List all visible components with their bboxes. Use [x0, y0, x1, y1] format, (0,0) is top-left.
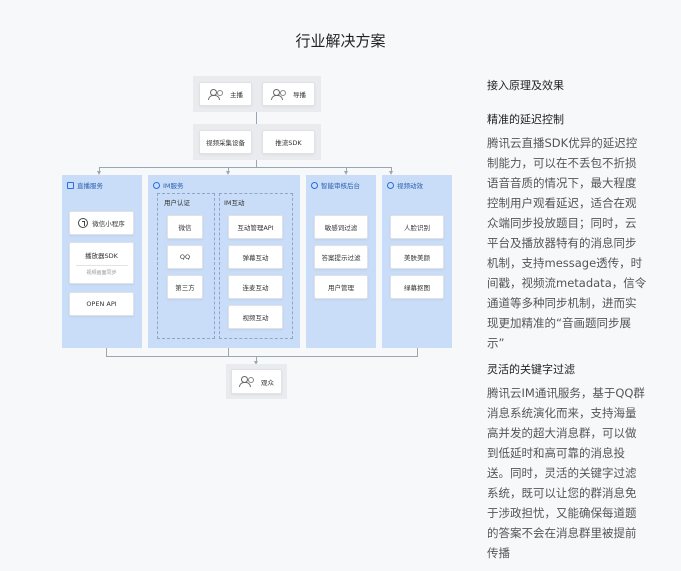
arrow-down-icon [226, 171, 230, 175]
auth-wechat-node: 微信 [167, 215, 203, 239]
sync-note: 视频画面同步 [86, 270, 117, 276]
connector-line [228, 167, 229, 172]
anchor-label: 主播 [230, 91, 243, 99]
open-api-label: OPEN API [86, 300, 117, 308]
auth-group [157, 193, 215, 339]
im-service-column: IM服务 用户认证 微信 QQ 第三方 IM互动 互动管理API 弹幕互动 连麦… [148, 175, 300, 348]
live-service-header: 直播服务 [67, 180, 103, 190]
connector-line [99, 167, 100, 172]
audience-node: 观众 [231, 369, 282, 394]
auth-wechat-label: 微信 [178, 224, 192, 232]
live-service-column: 直播服务 微信小程序 播放器SDK 视频画面同步 OPEN API [62, 175, 142, 348]
user-icon [387, 181, 394, 189]
arrow-down-icon [344, 171, 348, 175]
audience-label: 观众 [261, 378, 274, 387]
connector-line [391, 167, 392, 172]
miniprogram-label: 微信小程序 [92, 220, 125, 228]
description-panel: 接入原理及效果 精准的延迟控制 腾讯云直播SDK优异的延迟控制能力，可以在不丢包… [487, 77, 647, 571]
audit-header: 智能审核后台 [311, 180, 360, 190]
keyword-filter-body: 腾讯云IM通讯服务，基于QQ群消息系统演化而来，支持海量高并发的超大消息群，可以… [487, 386, 645, 560]
connector-line [256, 356, 257, 362]
video-interaction-label: 视频互动 [242, 314, 269, 322]
live-icon [67, 181, 74, 189]
interaction-api-label: 互动管理API [237, 224, 274, 232]
live-service-title: 直播服务 [77, 182, 103, 190]
user-management-node: 用户管理 [314, 275, 368, 299]
director-node: 导播 [262, 82, 315, 106]
push-sdk-label: 推流SDK [275, 139, 302, 147]
arrow-down-icon [254, 361, 258, 365]
connector-line [346, 167, 347, 172]
danmaku-label: 弹幕互动 [242, 254, 269, 262]
divider [75, 265, 128, 266]
video-interaction-node: 视频互动 [228, 305, 283, 329]
im-interaction-group [219, 193, 293, 339]
miniprogram-icon [78, 218, 89, 228]
face-recognition-label: 人脸识别 [404, 224, 430, 232]
connector-line [106, 348, 107, 356]
open-api-node: OPEN API [69, 292, 134, 316]
arrow-down-icon [97, 171, 101, 175]
im-service-title: IM服务 [163, 182, 184, 190]
latency-control-body: 腾讯云直播SDK优异的延迟控制能力，可以在不丢包不折损语音音质的情况下，最大程度… [487, 136, 647, 350]
connector-line [228, 348, 229, 356]
player-sdk-node: 播放器SDK 视频画面同步 [69, 242, 134, 284]
im-interaction-title: IM互动 [224, 199, 245, 207]
director-label: 导播 [293, 91, 306, 99]
auth-qq-label: QQ [179, 253, 191, 261]
capture-device-node: 视频采集设备 [199, 130, 252, 154]
connector-line [106, 356, 418, 357]
im-service-header: IM服务 [153, 180, 184, 190]
access-principle-heading: 接入原理及效果 [487, 79, 564, 92]
anchor-node: 主播 [199, 82, 252, 106]
push-sdk-node: 推流SDK [262, 130, 315, 154]
wechat-miniprogram-node: 微信小程序 [69, 211, 134, 235]
danmaku-node: 弹幕互动 [228, 245, 283, 269]
latency-control-title: 精准的延迟控制 [487, 113, 564, 126]
chat-icon [153, 181, 160, 189]
audit-column: 智能审核后台 敏感词过滤 答案提示过滤 用户管理 [306, 175, 376, 348]
connector-line [256, 160, 257, 167]
face-recognition-node: 人脸识别 [390, 215, 444, 239]
auth-third-party-node: 第三方 [167, 275, 203, 299]
sensitive-filter-label: 敏感词过滤 [324, 224, 358, 232]
connector-line [256, 112, 257, 124]
audit-title: 智能审核后台 [321, 182, 360, 190]
answer-hint-filter-node: 答案提示过滤 [314, 245, 368, 269]
beauty-filter-label: 美肤美颜 [404, 254, 430, 262]
green-screen-label: 绿幕抠图 [404, 284, 430, 292]
auth-third-party-label: 第三方 [175, 284, 195, 292]
users-icon [239, 376, 255, 387]
mic-link-node: 连麦互动 [228, 275, 283, 299]
users-icon [208, 88, 224, 100]
architecture-diagram: 主播 导播 视频采集设备 推流SDK 直播服务 微信小程序 播放器SDK 视频画 [56, 74, 456, 404]
keyword-filter-title: 灵活的关键字过滤 [487, 363, 575, 376]
beauty-filter-node: 美肤美颜 [390, 245, 444, 269]
auth-title: 用户认证 [164, 199, 190, 207]
mic-link-label: 连麦互动 [242, 284, 269, 292]
capture-label: 视频采集设备 [206, 139, 245, 147]
connector-line [99, 167, 391, 168]
page-title: 行业解决方案 [295, 32, 386, 50]
connector-line [417, 348, 418, 356]
video-effects-header: 视频动效 [387, 180, 423, 190]
sensitive-filter-node: 敏感词过滤 [314, 215, 368, 239]
auth-qq-node: QQ [167, 245, 203, 269]
answer-hint-filter-label: 答案提示过滤 [321, 254, 361, 262]
player-sdk-label: 播放器SDK [85, 252, 118, 260]
shield-icon [311, 181, 318, 189]
arrow-down-icon [389, 171, 393, 175]
interaction-api-node: 互动管理API [228, 215, 283, 239]
users-icon [271, 88, 287, 100]
video-effects-title: 视频动效 [397, 182, 423, 190]
user-management-label: 用户管理 [328, 284, 354, 292]
video-effects-column: 视频动效 人脸识别 美肤美颜 绿幕抠图 [382, 175, 452, 348]
green-screen-node: 绿幕抠图 [390, 275, 444, 299]
